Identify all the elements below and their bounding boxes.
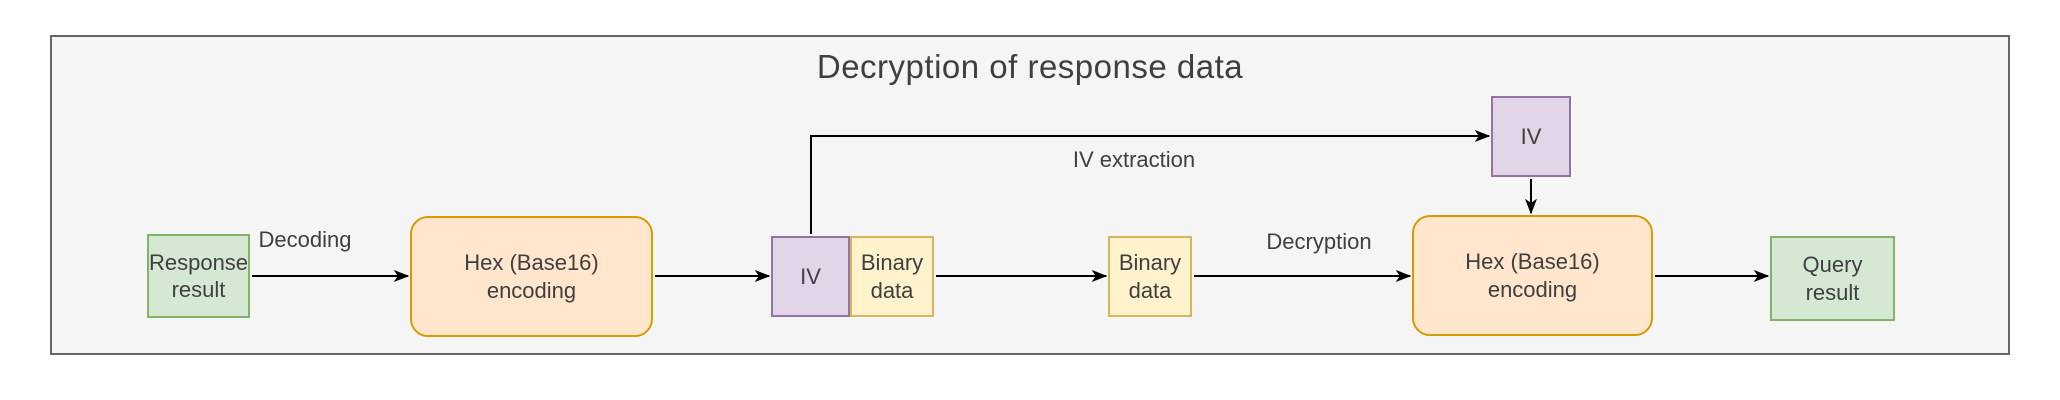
edge-label-decoding: Decoding — [258, 227, 352, 252]
node-iv-inline: IV — [771, 236, 850, 317]
node-query-result: Query result — [1770, 236, 1895, 321]
node-iv-extracted: IV — [1491, 96, 1571, 177]
node-binary-data-1: Binary data — [850, 236, 934, 317]
node-hex-base16-encoding-1: Hex (Base16) encoding — [410, 216, 653, 337]
node-hex-base16-encoding-2: Hex (Base16) encoding — [1412, 215, 1653, 336]
edge-label-iv-extraction: IV extraction — [1072, 147, 1196, 172]
node-binary-data-2: Binary data — [1108, 236, 1192, 317]
diagram-title: Decryption of response data — [816, 48, 1244, 85]
node-response-result: Response result — [147, 234, 250, 318]
edge-label-decryption: Decryption — [1266, 229, 1372, 254]
